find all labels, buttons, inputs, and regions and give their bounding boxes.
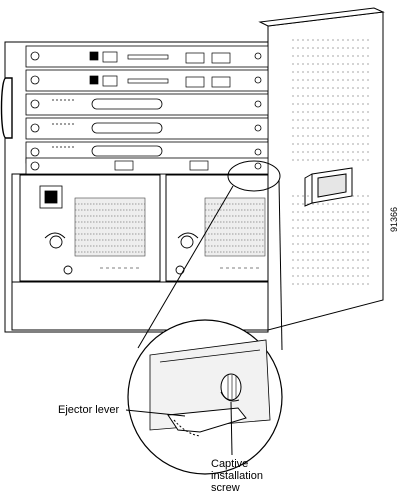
- psu-1-fan-grille: [74, 197, 146, 257]
- front-handle: [0, 77, 13, 139]
- chassis-side-panel: [258, 7, 385, 331]
- chassis-base: [11, 281, 269, 331]
- slot-6-ports: [114, 160, 209, 171]
- ejector-lever-detail: [167, 407, 247, 437]
- captive-screw-label-line-1: Captive: [211, 458, 249, 470]
- magnified-detail: [127, 319, 283, 475]
- slot-3-module: [25, 93, 269, 116]
- captive-screw-label-line-2: installation: [211, 470, 263, 482]
- psu-handles: [44, 232, 199, 275]
- side-handle: [304, 167, 353, 207]
- slot-1-module: [25, 45, 269, 68]
- figure-id-label: 91366: [389, 206, 399, 232]
- module-slots: [25, 45, 269, 175]
- callout-leader-right: [278, 179, 283, 351]
- psu-2-fan-grille: [204, 197, 266, 257]
- captive-screw-label: Captive installation screw: [211, 458, 281, 494]
- slot-screws: [30, 51, 262, 171]
- captive-screw-detail: [220, 373, 242, 402]
- captive-label-leader: [230, 401, 233, 456]
- slot-4-module: [25, 117, 269, 140]
- power-inlet: [39, 185, 63, 209]
- callout-leader-left: [137, 185, 234, 349]
- ejector-label-leader: [125, 409, 186, 417]
- supervisor-ports: [89, 51, 231, 88]
- linecard-connectors: [52, 98, 163, 157]
- ejector-lever-label: Ejector lever: [58, 404, 120, 416]
- callout-circle-small: [227, 160, 281, 192]
- captive-screw-label-line-3: screw: [211, 482, 240, 494]
- power-supply-bays: [11, 174, 269, 331]
- slot-2-module: [25, 69, 269, 92]
- slot-6-module: [25, 157, 269, 175]
